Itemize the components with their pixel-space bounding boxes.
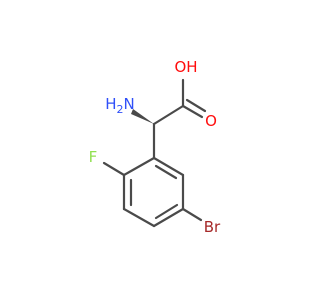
bond-ring-1-2 [122,156,156,177]
atom-label-oh: OH [174,58,197,76]
amine-n: N [124,95,135,113]
amine-subscript: 2 [117,103,124,116]
bond-ring-inner-c [154,164,178,180]
bond-ring-4-5 [152,207,185,228]
molecule-diagram: OH O H2N F Br [89,58,221,236]
bond-c-o-double-2 [185,98,207,113]
atom-label-fluorine: F [89,148,98,166]
atom-label-carbonyl-o: O [205,112,217,130]
atom-label-amine: H2N [105,95,135,116]
bond-c-o-double-1 [181,104,204,119]
bonds [102,78,207,228]
bond-calpha-ccooh [152,104,185,126]
bond-ring-3-4 [122,207,156,228]
bond-ring-6-1 [152,156,185,177]
atom-labels: OH O H2N F Br [89,58,221,236]
bond-ring-inner-b [154,203,179,220]
amine-h: H [105,95,116,113]
bond-ring-br [181,207,203,222]
bond-ring-f [102,161,126,177]
atom-label-bromine: Br [204,218,221,236]
bond-wedge-nh2 [131,109,154,124]
